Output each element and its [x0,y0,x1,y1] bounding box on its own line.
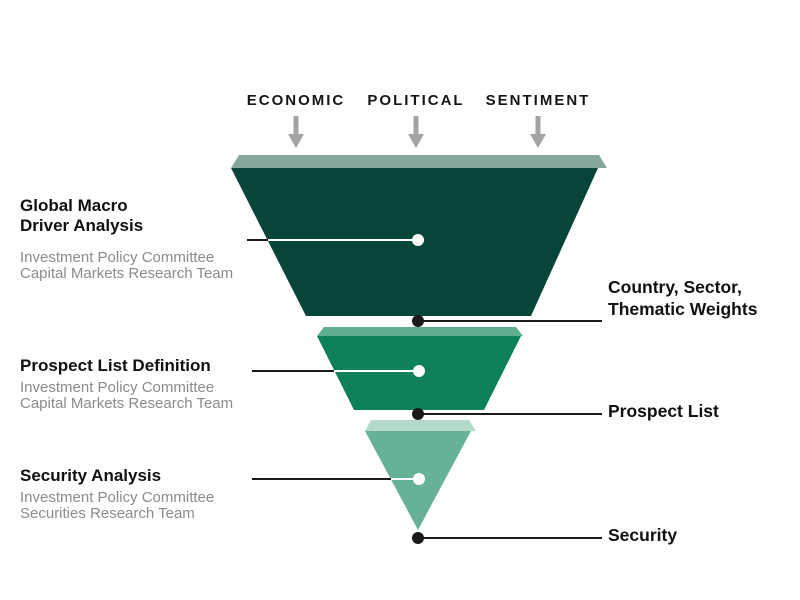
stage-1-marker-dot [412,234,424,246]
down-arrow-icon-political [408,116,424,148]
stage-3-team: Investment Policy Committee Securities R… [20,489,215,522]
input-arrows [288,116,546,148]
stage-1-output-label: Country, Sector, Thematic Weights [608,277,758,319]
stage-3-output-dot [412,532,424,544]
input-label-political: POLITICAL [367,92,465,109]
stage-2-marker-dot [413,365,425,377]
stage-1-team: Investment Policy Committee Capital Mark… [20,249,234,282]
stage-2-team: Investment Policy Committee Capital Mark… [20,379,234,412]
funnel-stage-3-lid [365,420,476,431]
stage-2-output-dot [412,408,424,420]
stage-1-title: Global Macro Driver Analysis [20,196,144,235]
stage-3-title: Security Analysis [20,466,162,485]
funnel-stage-1-lid [231,155,607,168]
down-arrow-icon-economic [288,116,304,148]
stage-3-output-label: Security [608,525,678,545]
stage-2-output-label: Prospect List [608,401,719,421]
stage-2-title: Prospect List Definition [20,356,211,375]
input-label-economic: ECONOMIC [246,92,346,109]
stage-3-marker-dot [413,473,425,485]
funnel-stage-2-lid [317,327,523,336]
input-label-sentiment: SENTIMENT [485,92,591,109]
stage-1-output-dot [412,315,424,327]
down-arrow-icon-sentiment [530,116,546,148]
